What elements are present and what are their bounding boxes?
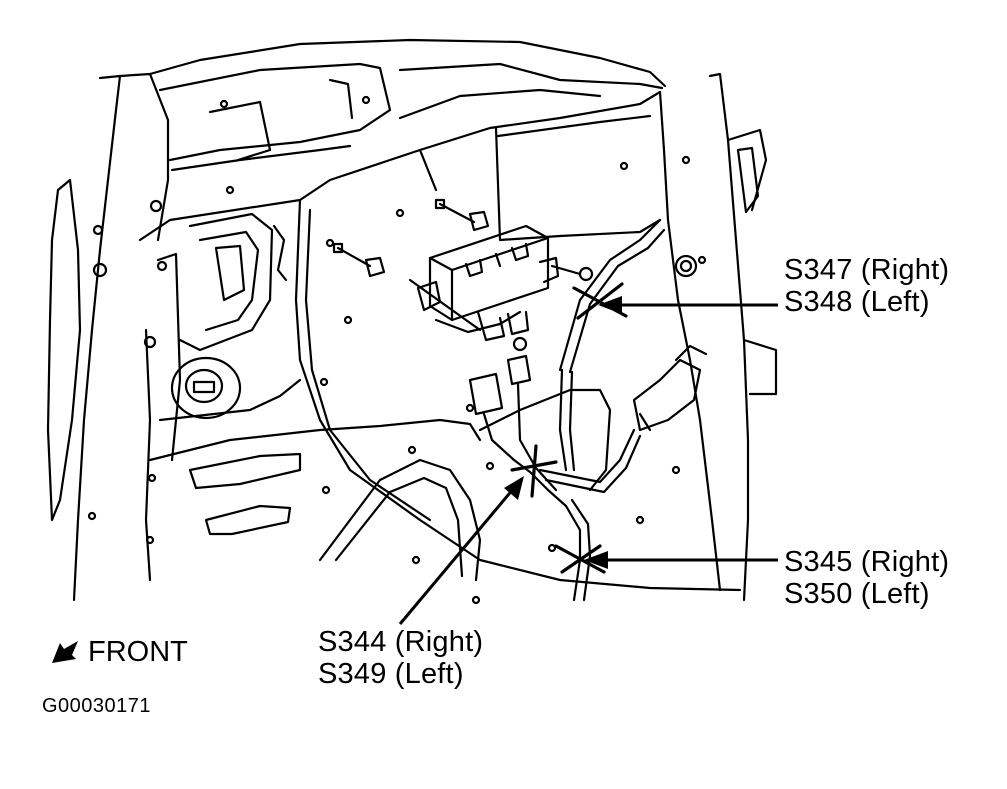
door-frame-outline: [46, 38, 667, 602]
callout-s344-right: S344 (Right): [318, 626, 484, 658]
callout-s348-left: S348 (Left): [784, 286, 930, 318]
splice-x-s344-b: [530, 444, 538, 498]
callout-s344-s349: S344 (Right) S349 (Left): [318, 626, 483, 690]
callout-s347-s348: S347 (Right) S348 (Left): [784, 254, 949, 318]
lower-panel-ribs: [148, 388, 612, 582]
front-label-text: FRONT: [88, 636, 188, 668]
callout-s345-right: S345 (Right): [784, 546, 950, 578]
front-arrow-icon: [52, 641, 78, 663]
callout-s345-s350: S345 (Right) S350 (Left): [784, 546, 949, 610]
door-handle-recess: [178, 212, 288, 352]
front-orientation-label: FRONT: [50, 636, 188, 668]
fasteners: [332, 198, 594, 332]
lock-cylinder: [158, 356, 302, 422]
callout-s349-left: S349 (Left): [318, 658, 464, 690]
figure-id: G00030171: [42, 695, 152, 717]
arrowhead-s347: [598, 296, 622, 314]
wire-harness: [468, 218, 708, 602]
leader-line-s344: [398, 487, 516, 625]
callout-s347-right: S347 (Right): [784, 254, 950, 286]
panel-holes: [87, 95, 707, 605]
callout-s350-left: S350 (Left): [784, 578, 930, 610]
leader-arrows: [398, 296, 778, 625]
splice-x-s347-b: [576, 282, 624, 320]
arrowhead-s345: [584, 551, 608, 569]
arrowhead-s344: [504, 476, 524, 500]
control-module: [416, 224, 560, 342]
splice-x-s345-b: [560, 544, 602, 574]
door-right-edge: [674, 72, 778, 602]
inner-panel-outline: [138, 90, 742, 592]
